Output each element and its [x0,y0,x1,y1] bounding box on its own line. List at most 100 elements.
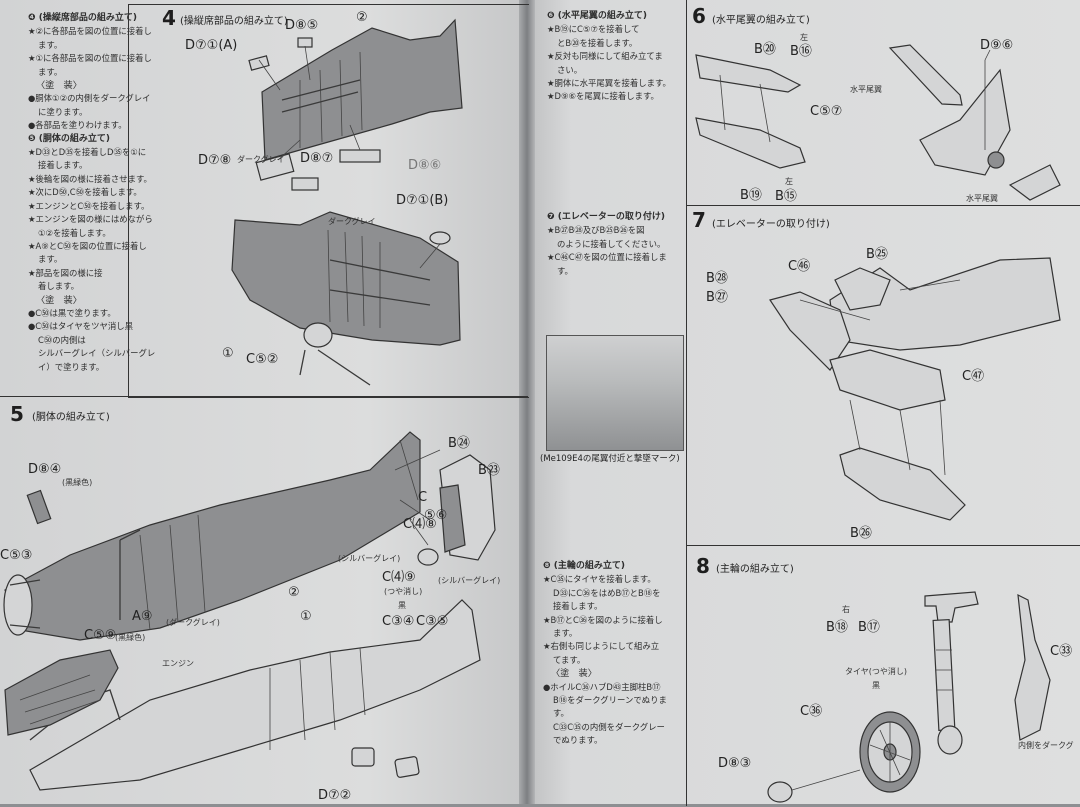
label-b28: B㉘ [706,271,728,286]
photo-caption: (Me109E4の尾翼付近と撃墜マーク) [540,454,680,464]
instruction-line: ①②を接着します。 [38,227,111,238]
instruction-line: C㉝C㉟の内側をダークグレー [553,721,665,732]
instruction-line: イ）で塗ります。 [38,361,105,372]
step8-number: 8 [696,554,710,578]
label-part-2-top: ② [356,10,368,25]
label-d96: D⑨⑥ [980,38,1014,53]
step6-number: 6 [692,4,706,28]
label-black-green-1: (黒緑色) [62,478,93,487]
label-d71a: D⑦①(A) [185,38,238,53]
label-c33: C㉝ [1050,644,1073,659]
instruction-line: ★①に各部品を図の位置に接着し [28,53,152,64]
instruction-line: ★A⑨とC㊿を図の位置に接着し [28,240,147,251]
step4-fuselage-half-2 [248,18,463,191]
instruction-line: ❼ (エレベーターの取り付け) [547,212,665,222]
label-dark-gray-4: ダークグレイ [237,155,285,164]
instruction-line: てます。 [553,654,586,665]
instruction-line: D㉝にC㊱をはめB⑰とB⑱を [553,587,661,598]
instruction-line: C㊿の内側は [38,334,86,345]
step8-main-wheel [767,591,1051,803]
label-dark-gray-4b: ダークグレイ [328,217,376,226]
instruction-line: ます。 [38,66,63,77]
instruction-line: ★右側も同じようにして組み立 [543,641,660,652]
label-c47: C㊼ [962,369,985,384]
label-b26: B㉖ [850,526,872,541]
step7-frame [686,205,1080,546]
step5-frame [0,396,528,807]
label-b15: B⑮ [775,189,797,204]
step7-instruction-column: ❼ (エレベーターの取り付け) ★B㉗B㉘及びB㉕B㉖を図のように接着してください… [547,211,682,278]
instruction-line: B⑱をダークグリーンでぬりま [553,695,667,706]
label-inner-dark-gray: 内側をダークグ [1018,741,1074,750]
step8-frame [686,545,1080,806]
instruction-line: ★胴体に水平尾翼を接着します。 [547,78,671,89]
step4-frame [128,4,529,398]
step5-fuselage-half-1 [29,599,481,791]
label-matte-5: (つや消し) [384,587,423,596]
reference-photo [546,335,684,451]
label-c46: C㊻ [788,259,811,274]
step5-rudder-parts [399,454,496,566]
label-b25: B㉕ [866,247,888,262]
label-black-8: 黒 [872,681,880,690]
label-d84: D⑧④ [28,462,62,477]
instruction-line: ❹ (操縦席部品の組み立て) [28,13,137,23]
instruction-line: ★B㉗B㉘及びB㉕B㉖を図 [547,225,645,236]
instruction-line: ★②に各部品を図の位置に接着し [28,26,152,37]
instruction-line: のように接着してください。 [557,238,666,249]
label-c52: C⑤② [246,352,279,367]
label-b20: B⑳ [754,42,776,57]
step7-elevator-assembly [769,257,1061,521]
instruction-line: でぬります。 [553,735,603,746]
instruction-line: 〈塗 装〉 [551,668,597,680]
step4-title: (操縦席部品の組み立て) [180,16,288,27]
instruction-line: ●C㊿は黒で塗ります。 [28,307,116,318]
label-part-1-step4: ① [222,346,234,361]
label-black-5: 黒 [398,601,406,610]
label-black-green-2: (黒緑色) [115,633,146,642]
label-tire-matte: タイヤ(つや消し) [845,667,908,676]
instruction-line: ❺ (胴体の組み立て) [28,133,110,144]
step8-title: (主輪の組み立て) [716,564,794,575]
instruction-line: 着します。 [38,281,80,292]
instruction-line: ●ホイルC㊱ハブD㊸主脚柱B⑰ [543,681,661,692]
instruction-line: ●C㊿はタイヤをツヤ消し黒 [28,321,134,332]
step6-tailplane-parts [695,44,1061,201]
label-dark-gray-5: (ダークグレイ) [166,618,220,627]
label-d71b: D⑦①(B) [396,193,449,208]
instruction-line: ❻ (水平尾翼の組み立て) [547,11,647,21]
instruction-line: ★エンジンとC㊿を接着します。 [28,200,150,211]
label-b24: B㉔ [448,436,470,451]
label-c36: C㊱ [800,704,823,719]
label-d87: D⑧⑦ [300,151,334,166]
label-d86: D⑧⑥ [408,158,442,173]
label-c53: C⑤③ [0,548,33,563]
instruction-line: ます。 [38,254,63,265]
step6-instruction-column: ❻ (水平尾翼の組み立て)★B⑲にC⑤⑦を接着してとB⑳を接着します。★反対も同… [547,10,682,104]
label-c35: C③⑤ [416,614,449,629]
instruction-line: す。 [557,265,573,276]
step4-number: 4 [162,6,176,30]
instruction-line: に塗ります。 [38,106,88,117]
instruction-line: さい。 [557,64,583,75]
label-c48: C⑷⑧ [403,517,437,532]
label-engine: エンジン [162,659,194,668]
label-c56-number: ⑤⑥ [424,508,448,523]
step7-title: (エレベーターの取り付け) [712,219,830,230]
label-silver-gray-1: (シルバーグレイ) [338,554,401,563]
step5-title: (胴体の組み立て) [32,412,110,423]
instruction-line: ★次にD㊿,C㊿を接着します。 [28,187,142,198]
label-c59: C⑤⑨ [84,628,117,643]
step6-title: (水平尾翼の組み立て) [712,15,810,26]
label-b27: B㉗ [706,290,728,305]
label-b17: B⑰ [858,620,880,635]
label-left-6a: 左 [800,33,808,42]
label-left-6b: 左 [785,177,793,186]
instruction-line: ます。 [553,628,578,639]
label-right-8: 右 [842,605,850,614]
instruction-line: す。 [553,708,569,719]
instruction-line: ★反対も同様にして組み立てま [547,51,663,62]
instruction-line: ★C㉟にタイヤを接着します。 [543,574,656,585]
label-d78: D⑦⑧ [198,153,232,168]
